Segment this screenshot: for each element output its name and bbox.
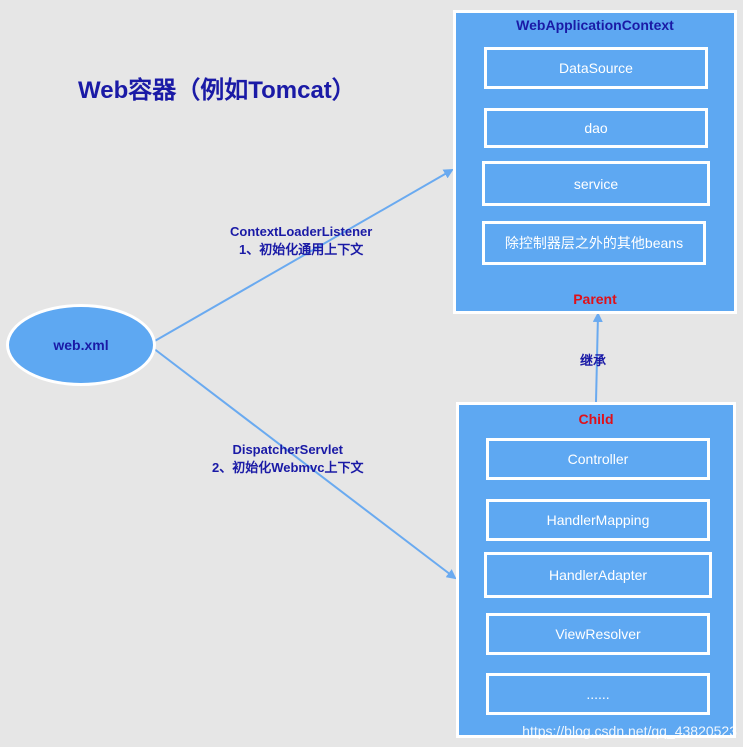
web-xml-node: web.xml: [6, 304, 156, 386]
bean-handler-mapping: HandlerMapping: [486, 499, 710, 541]
bean-handler-adapter: HandlerAdapter: [484, 552, 712, 598]
bean-service: service: [482, 161, 710, 206]
dispatcher-desc: 2、初始化Webmvc上下文: [212, 460, 364, 475]
web-xml-label: web.xml: [53, 337, 109, 353]
child-panel-header: Child: [578, 411, 614, 427]
bean-dao: dao: [484, 108, 708, 148]
dispatcher-name: DispatcherServlet: [232, 442, 344, 457]
bean-other-beans: 除控制器层之外的其他beans: [482, 221, 706, 265]
bean-datasource: DataSource: [484, 47, 708, 89]
parent-panel-footer: Parent: [573, 291, 617, 307]
watermark-url: https://blog.csdn.net/qq_43820523: [522, 723, 737, 739]
context-loader-label: ContextLoaderListener 1、初始化通用上下文: [230, 223, 372, 259]
bean-view-resolver: ViewResolver: [486, 613, 710, 655]
arrow-inherit-to-parent: [592, 312, 603, 403]
context-loader-name: ContextLoaderListener: [230, 224, 373, 239]
bean-ellipsis: ......: [486, 673, 710, 715]
context-loader-desc: 1、初始化通用上下文: [239, 242, 364, 257]
parent-panel-header: WebApplicationContext: [516, 17, 674, 33]
arrow-to-web-application-context: [152, 169, 454, 343]
dispatcher-label: DispatcherServlet 2、初始化Webmvc上下文: [212, 441, 363, 477]
child-context-panel: Child Controller HandlerMapping HandlerA…: [456, 402, 736, 738]
arrow-to-child-context: [152, 347, 457, 580]
web-application-context-panel: WebApplicationContext DataSource dao ser…: [453, 10, 737, 314]
bean-controller: Controller: [486, 438, 710, 480]
diagram-title: Web容器（例如Tomcat）: [78, 77, 356, 104]
inherit-label: 继承: [580, 353, 607, 368]
